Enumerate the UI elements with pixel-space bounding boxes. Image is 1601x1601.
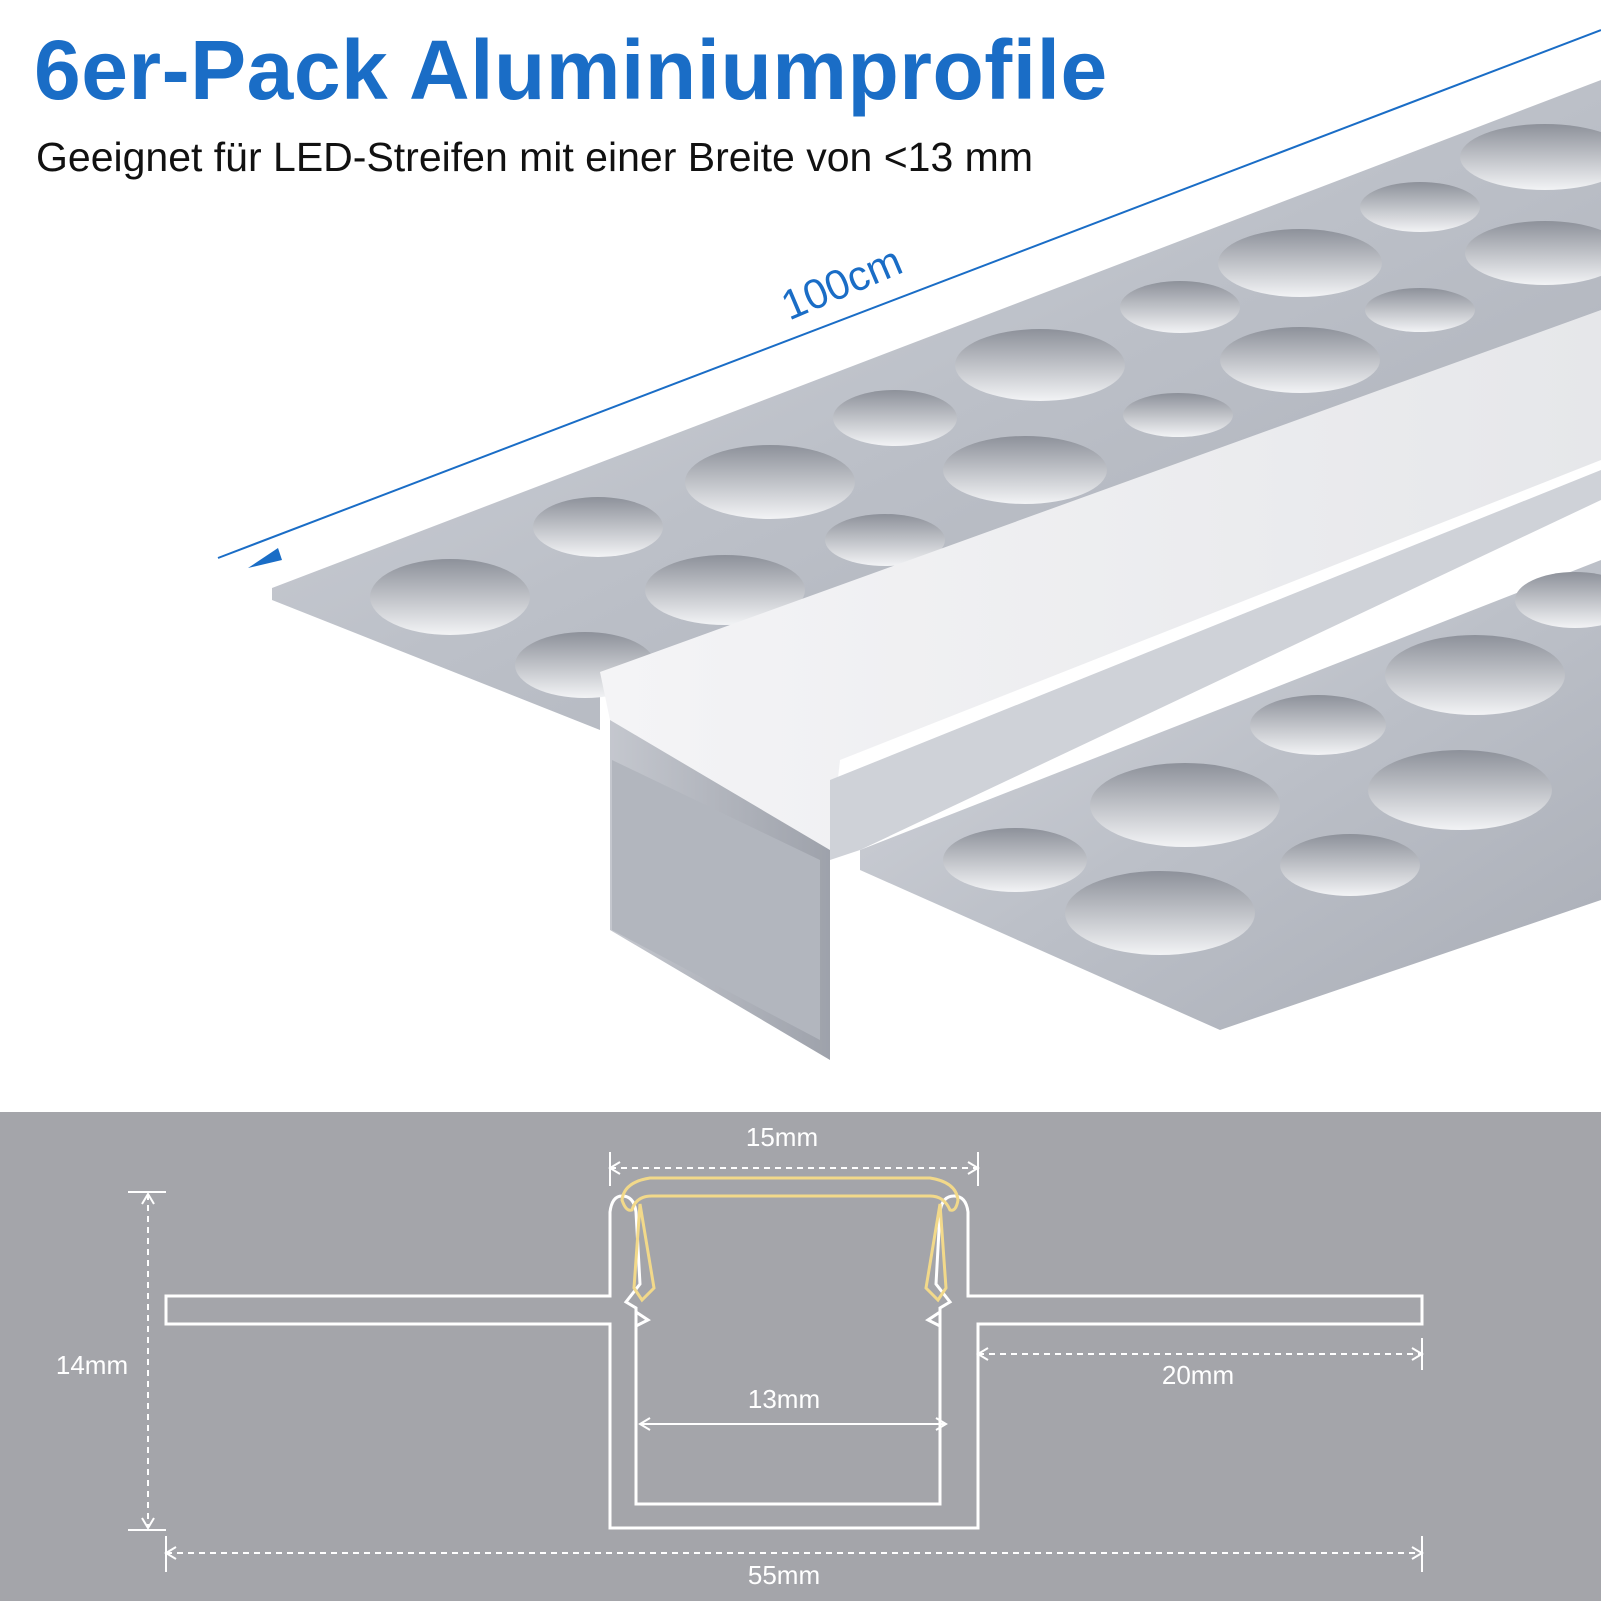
flange-width-label: 20mm: [1161, 1360, 1235, 1390]
inner-width-label: 13mm: [747, 1384, 821, 1414]
page-title: 6er-Pack Aluminiumprofile: [34, 23, 1108, 117]
profile-outline: [164, 1194, 1424, 1530]
cover-width-label: 15mm: [745, 1122, 819, 1152]
page-subtitle: Geeignet für LED-Streifen mit einer Brei…: [36, 134, 1033, 180]
cross-section-diagram: 15mm 14mm 13mm 20mm 55mm: [0, 1112, 1601, 1601]
cross-section-drawing: [128, 1152, 1424, 1572]
right-flange-holes: [943, 572, 1601, 955]
diffuser-cover: [620, 1176, 960, 1303]
height-label: 14mm: [55, 1350, 129, 1380]
total-width-label: 55mm: [747, 1560, 821, 1590]
aluminium-profile-image: [217, 29, 1601, 1060]
length-dimension-line: [217, 29, 1601, 568]
